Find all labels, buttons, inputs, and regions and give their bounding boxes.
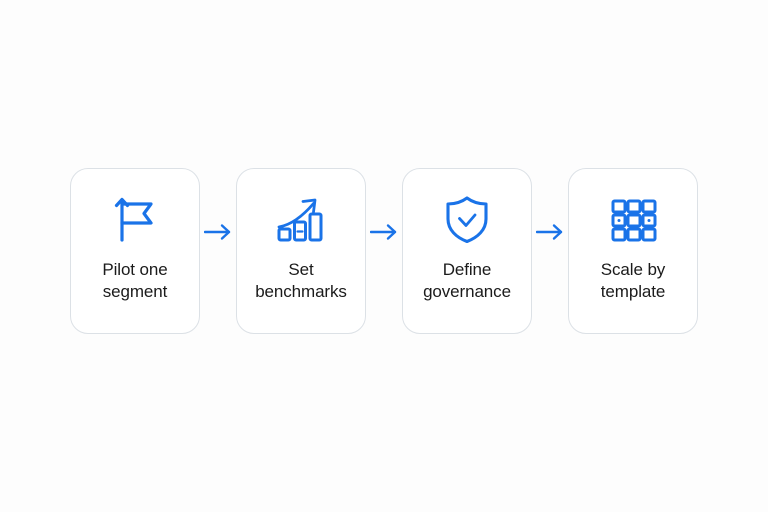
step-label-line2: governance xyxy=(423,282,511,301)
step-label-line1: Scale by xyxy=(600,260,666,279)
step-label-line2: segment xyxy=(102,282,168,301)
step-label-pilot-one-segment: Pilot one segment xyxy=(73,259,197,303)
connector-arrow-2 xyxy=(366,168,402,334)
shield-check-icon xyxy=(439,191,495,247)
step-label-scale-by-template: Scale by template xyxy=(571,259,695,303)
step-label-line1: Define xyxy=(442,260,492,279)
step-label-line1: Set xyxy=(288,260,314,279)
growth-bar-chart-icon xyxy=(273,191,329,247)
step-card-scale-by-template[interactable]: Scale by template xyxy=(568,168,698,334)
grid-template-icon xyxy=(605,191,661,247)
flag-icon xyxy=(107,191,163,247)
step-label-line2: benchmarks xyxy=(255,282,347,301)
arrow-right-icon xyxy=(536,224,563,240)
arrow-right-icon xyxy=(204,224,231,240)
connector-arrow-3 xyxy=(532,168,568,334)
step-label-line2: template xyxy=(600,282,666,301)
flow-steps-row: Pilot one segment xyxy=(0,168,768,334)
step-card-pilot-one-segment[interactable]: Pilot one segment xyxy=(70,168,200,334)
step-label-set-benchmarks: Set benchmarks xyxy=(239,259,363,303)
step-card-set-benchmarks[interactable]: Set benchmarks xyxy=(236,168,366,334)
connector-arrow-1 xyxy=(200,168,236,334)
arrow-right-icon xyxy=(370,224,397,240)
step-label-define-governance: Define governance xyxy=(405,259,529,303)
step-label-line1: Pilot one xyxy=(102,260,168,279)
step-card-define-governance[interactable]: Define governance xyxy=(402,168,532,334)
